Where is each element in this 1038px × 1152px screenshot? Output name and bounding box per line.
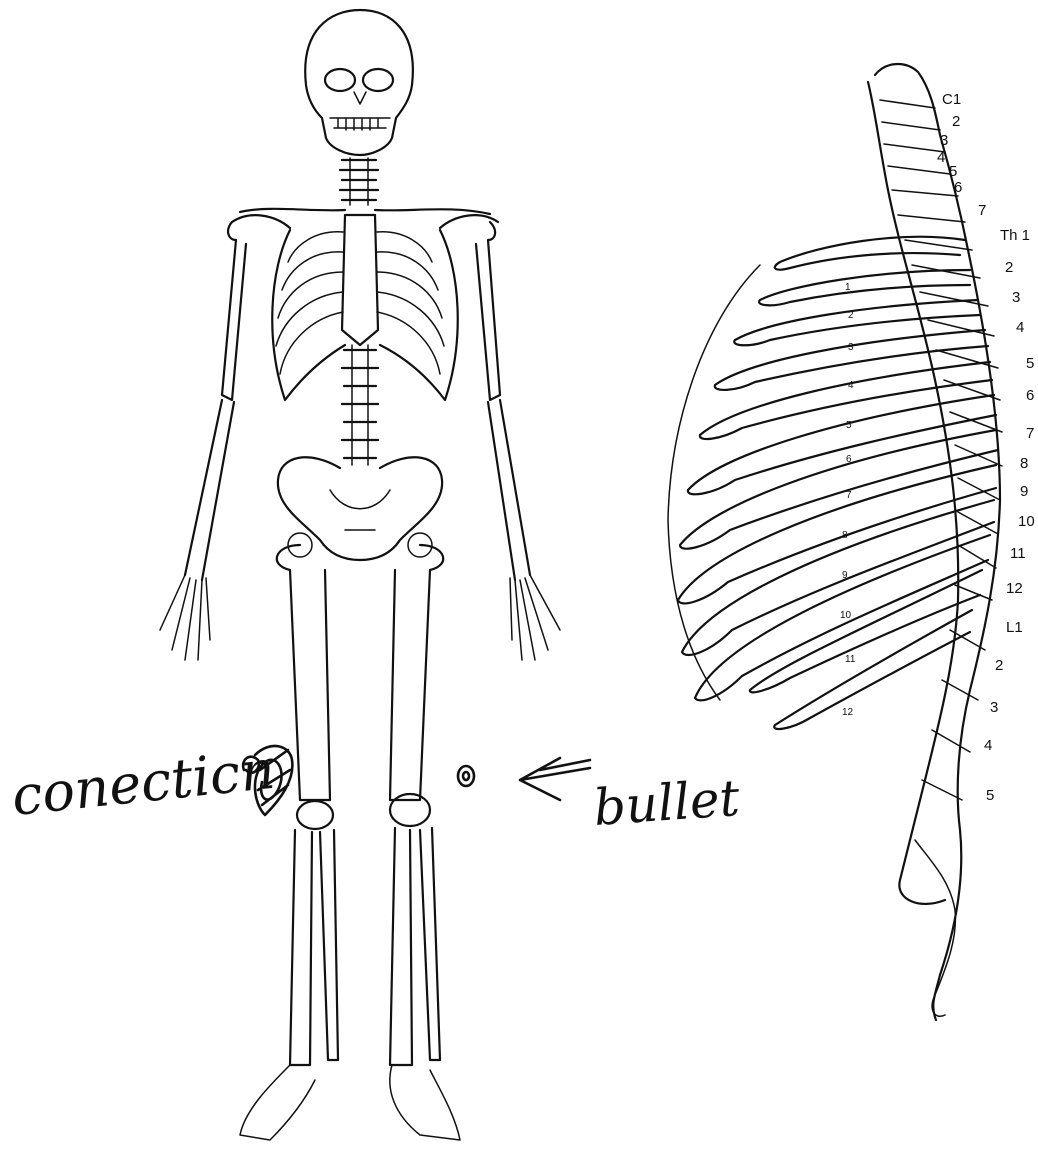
vertebra-label: 4 [937,149,945,166]
vertebra-label: 4 [984,737,992,754]
bullet-mark [458,766,474,786]
rib-number: 8 [842,530,848,541]
skeleton-front-view: conecticn bullet [9,10,742,1140]
annotation-right: bullet [592,769,742,837]
vertebra-label: 11 [1010,545,1026,562]
vertebra-label: 3 [990,699,998,716]
left-leg-bones [390,545,460,1140]
lumbar-spine-front [342,345,378,465]
vertebra-label: Th 1 [1000,227,1030,244]
vertebra-label: 6 [1026,387,1034,404]
vertebra-label: 3 [940,132,948,149]
rib-number: 5 [846,420,852,431]
rib-number: 10 [840,610,852,621]
arrow-icon [520,758,590,800]
rib-number: 11 [845,654,856,665]
vertebra-label: 5 [986,787,994,804]
rib-number: 6 [846,454,852,465]
rib-number: 9 [842,570,848,581]
vertebra-label: 10 [1018,513,1035,530]
vertebra-label: 7 [978,202,986,219]
spine-ribcage-lateral-view: 1 2 3 4 5 6 7 8 9 10 11 12 C1 2 3 4 5 6 … [668,64,1035,1020]
vertebra-label: 5 [949,163,957,180]
annotation-left: conecticn [9,738,278,828]
vertebra-label: 12 [1006,580,1023,597]
skull [305,10,413,155]
vertebra-label: 8 [1020,455,1028,472]
vertebra-label: L1 [1006,619,1023,636]
rib-number: 1 [845,282,851,293]
cervical-labels: C1 2 3 4 5 6 7 [937,91,986,219]
pelvis-front [278,457,442,560]
rib-number: 12 [842,707,854,718]
vertebra-label: 2 [952,113,960,130]
rib-number: 7 [846,490,852,501]
vertebra-label: 9 [1020,483,1028,500]
lumbar-labels: L1 2 3 4 5 [984,619,1023,804]
rib-number: 3 [848,342,854,353]
shoulder-girdle [232,209,498,228]
vertebra-label: 2 [995,657,1003,674]
left-arm-bones [476,222,560,660]
vertebra-label: 4 [1016,319,1024,336]
vertebra-label: C1 [942,91,961,108]
cervical-spine [340,158,378,205]
right-leg-bones [240,545,338,1140]
vertebra-label: 7 [1026,425,1034,442]
vertebra-label: 3 [1012,289,1020,306]
rib-number: 2 [848,310,854,321]
vertebra-label: 6 [954,179,962,196]
vertebra-label: 5 [1026,355,1034,372]
rib-number: 4 [848,380,854,391]
vertebra-label: 2 [1005,259,1013,276]
ribs-lateral [668,237,998,729]
right-arm-bones [160,222,246,660]
thoracic-labels: Th 1 2 3 4 5 6 7 8 9 10 11 12 [1000,227,1035,597]
ribcage-front [272,215,457,400]
